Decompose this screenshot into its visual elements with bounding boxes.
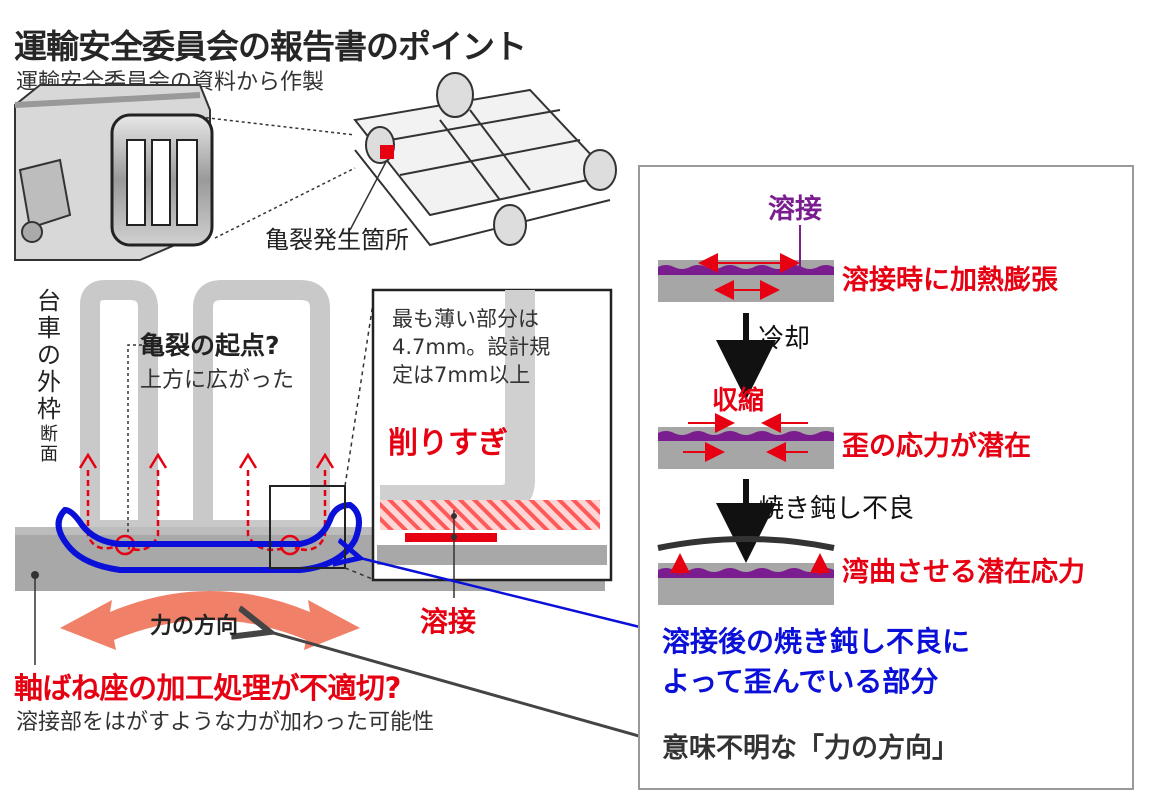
- plate-step1: [658, 225, 834, 302]
- frame-label-vertical: 台 車 の 外 枠 断 面: [36, 288, 62, 465]
- step1-label: 溶接時に加熱膨張: [842, 265, 1058, 296]
- frame-label-char: の: [37, 341, 61, 369]
- plate-step3: [657, 536, 835, 605]
- blue-annotation-line2: よって歪んでいる部分: [662, 665, 939, 698]
- process-diagram: [657, 225, 835, 605]
- conclusion-sub: 溶接部をはがすような力が加わった可能性: [16, 710, 435, 735]
- zoom-note-line: 定は7mm以上: [392, 363, 531, 387]
- zoom-box: [371, 288, 613, 598]
- main-conclusion: 軸ばね座の加工処理が不適切?: [14, 671, 401, 705]
- frame-label-char: 外: [37, 368, 61, 396]
- frame-note-char: 断: [40, 424, 58, 445]
- crack-location-label: 亀裂発生箇所: [265, 226, 409, 254]
- cooling-label: 冷却: [758, 324, 811, 354]
- overcut-label: 削りすぎ: [388, 426, 508, 461]
- step2-label: 歪の応力が潜在: [842, 431, 1031, 462]
- zoom-note-line: 最も薄い部分は: [392, 307, 539, 331]
- zoom-note: 最も薄い部分は 4.7mm。設計規 定は7mm以上: [392, 305, 550, 389]
- bogie-frame-drawing: [353, 72, 617, 247]
- frame-label-char: 枠: [37, 395, 61, 423]
- frame-note-char: 面: [40, 444, 58, 465]
- weld-label-zoom: 溶接: [420, 605, 477, 638]
- plate-step2: [658, 413, 834, 469]
- crack-origin-sub: 上方に広がった: [140, 368, 295, 393]
- force-direction-label: 力の方向: [150, 614, 239, 639]
- force-direction-arrow: [60, 591, 360, 650]
- distorted-part-outline: [55, 501, 362, 573]
- blue-annotation-line1: 溶接後の焼き鈍し不良に: [662, 625, 971, 658]
- weld-label-panel: 溶接: [768, 194, 822, 225]
- bogie-illustration: [14, 72, 640, 738]
- annealing-label: 焼き鈍し不良: [758, 494, 915, 524]
- frame-tube-illustration: [14, 84, 214, 261]
- shrink-label: 収縮: [712, 386, 765, 416]
- frame-label-char: 台: [37, 287, 61, 315]
- zoom-note-line: 4.7mm。設計規: [392, 335, 551, 359]
- diagram-title: 運輸安全委員会の報告書のポイント: [14, 27, 527, 66]
- crack-origin-title: 亀裂の起点?: [140, 331, 280, 360]
- gray-annotation: 意味不明な「力の方向」: [662, 733, 959, 764]
- step3-label: 湾曲させる潜在応力: [842, 557, 1085, 588]
- frame-label-char: 車: [37, 314, 61, 342]
